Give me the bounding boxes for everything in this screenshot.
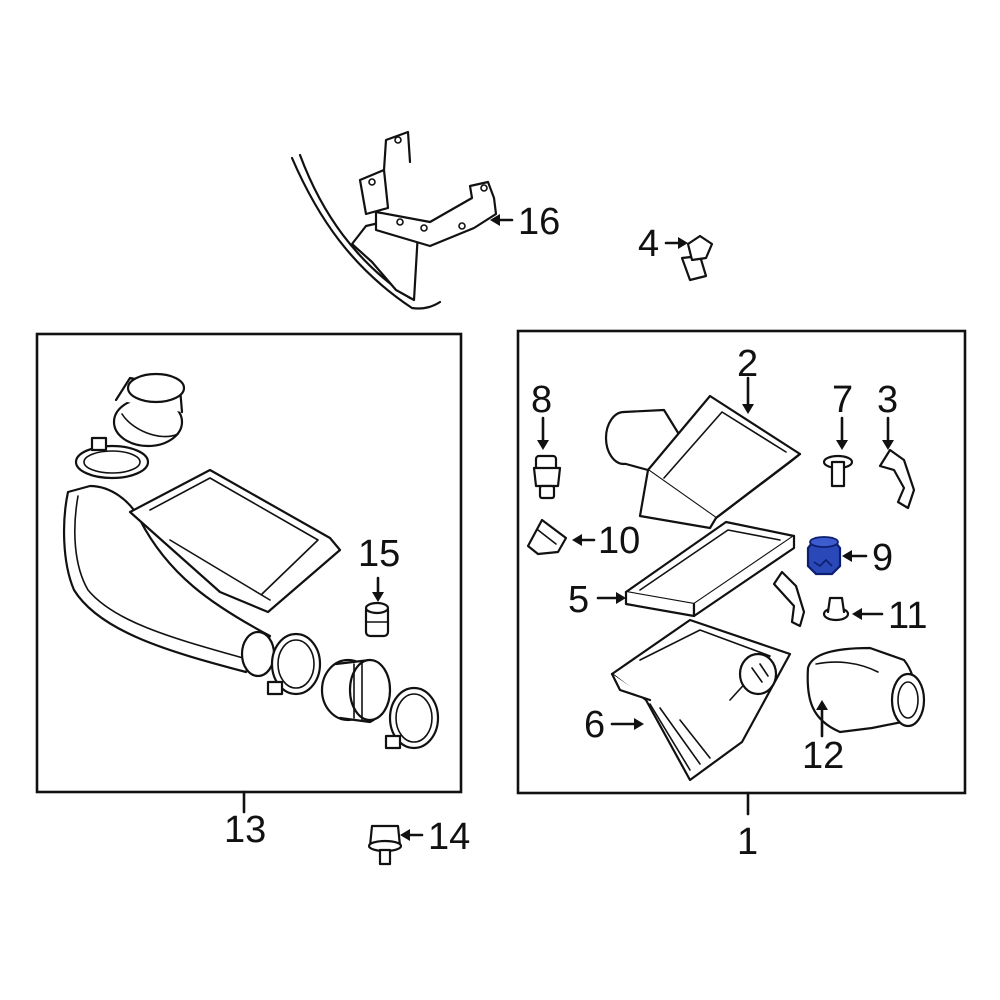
callout-8[interactable]: 8 bbox=[531, 379, 552, 421]
callout-10[interactable]: 10 bbox=[598, 520, 640, 562]
grommet-part-15[interactable] bbox=[364, 601, 390, 638]
clip-part-3[interactable] bbox=[878, 448, 916, 510]
hose-clamp-lower-right[interactable] bbox=[384, 686, 440, 750]
seal-part-10[interactable] bbox=[526, 518, 568, 556]
sensor-part-4[interactable] bbox=[680, 234, 714, 282]
air-cleaner-lower-case-part-6[interactable] bbox=[610, 618, 792, 782]
callout-6[interactable]: 6 bbox=[584, 704, 605, 746]
group-box-13 bbox=[35, 332, 463, 794]
callout-15[interactable]: 15 bbox=[358, 533, 400, 575]
bracket-part-16[interactable] bbox=[290, 130, 498, 310]
air-filter-part-5[interactable] bbox=[624, 520, 796, 618]
intake-duct-part[interactable] bbox=[63, 468, 342, 678]
callout-1[interactable]: 1 bbox=[737, 821, 758, 863]
callout-5[interactable]: 5 bbox=[568, 579, 589, 621]
callout-16[interactable]: 16 bbox=[518, 201, 560, 243]
air-cleaner-cover-part-2[interactable] bbox=[604, 394, 802, 530]
callout-12[interactable]: 12 bbox=[802, 735, 844, 777]
callout-11[interactable]: 11 bbox=[888, 595, 927, 637]
bolt-part-7[interactable] bbox=[822, 454, 854, 488]
grommet-part-9-highlighted[interactable] bbox=[806, 536, 842, 576]
callout-3[interactable]: 3 bbox=[877, 379, 898, 421]
intake-hose-part[interactable] bbox=[320, 658, 392, 724]
callout-9[interactable]: 9 bbox=[872, 537, 893, 579]
pin-part-11[interactable] bbox=[822, 596, 850, 622]
callout-13[interactable]: 13 bbox=[224, 809, 266, 851]
hose-clamp-top[interactable] bbox=[74, 436, 150, 480]
hose-clamp-lower-left[interactable] bbox=[266, 632, 322, 696]
callout-2[interactable]: 2 bbox=[737, 343, 758, 385]
hose-coupler-part[interactable] bbox=[112, 372, 186, 448]
outlet-duct-part-12[interactable] bbox=[806, 646, 926, 734]
callout-4[interactable]: 4 bbox=[638, 223, 659, 265]
group-box-1 bbox=[516, 329, 967, 795]
callout-7[interactable]: 7 bbox=[832, 379, 853, 421]
callout-14[interactable]: 14 bbox=[428, 816, 470, 858]
clip-part-8[interactable] bbox=[532, 454, 562, 500]
clip-part[interactable] bbox=[772, 570, 806, 628]
bolt-part-14[interactable] bbox=[367, 824, 403, 866]
